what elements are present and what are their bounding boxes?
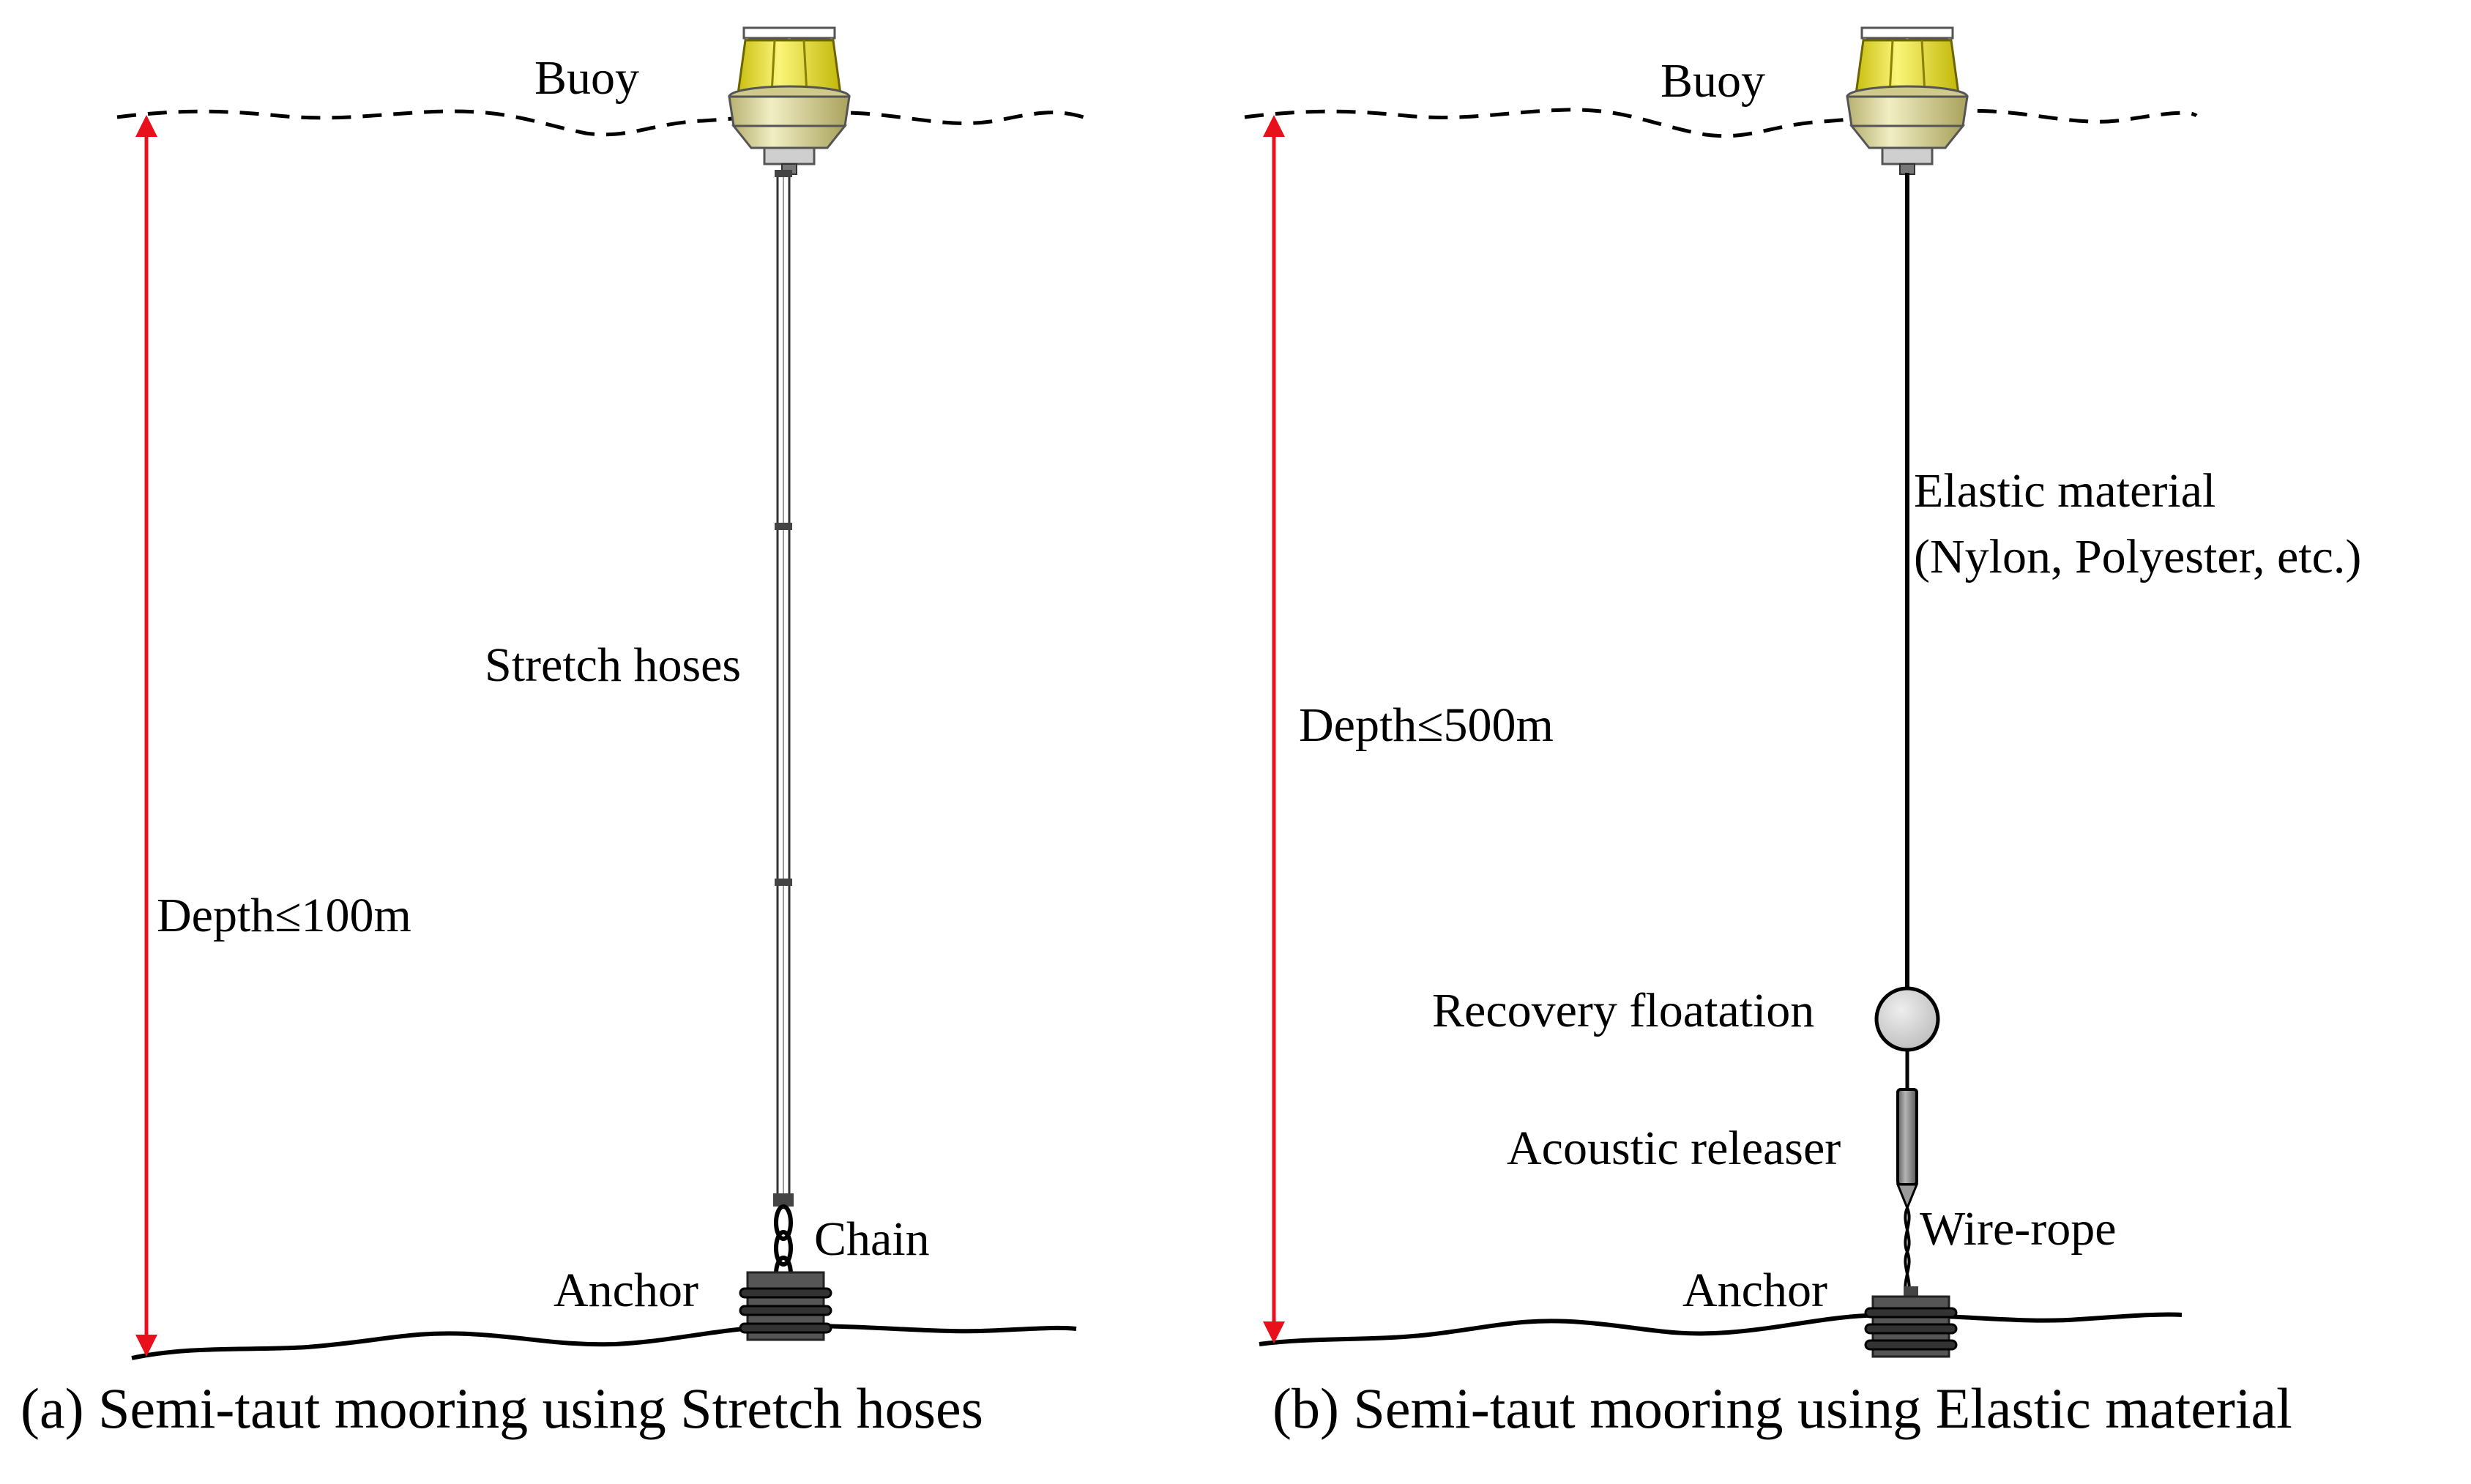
anchor-label-a: Anchor — [554, 1264, 698, 1317]
depth-label-a: Depth≤100m — [157, 889, 411, 942]
anchor-label-b: Anchor — [1682, 1264, 1827, 1317]
seabed-a — [131, 1324, 1077, 1360]
buoy-icon — [1846, 26, 1969, 175]
wire-label-b: Wire-rope — [1920, 1202, 2117, 1256]
wire-rope — [1904, 1207, 1911, 1297]
caption-a: (a) Semi-taut mooring using Stretch hose… — [21, 1376, 983, 1440]
buoy-label-b: Buoy — [1661, 54, 1765, 108]
line-label-b-1: Elastic material — [1914, 464, 2215, 518]
recovery-float — [1874, 986, 1940, 1052]
panel-b: Buoy Elastic material (Nylon, Polyester,… — [1244, 26, 2361, 1440]
seabed-b — [1259, 1312, 2183, 1346]
panel-a: Buoy Stretch hoses Depth≤100m Chain Anch… — [21, 26, 1084, 1440]
buoy-a — [728, 26, 851, 175]
buoy-icon — [728, 26, 851, 175]
sea-surface-b — [1244, 108, 2198, 138]
acoustic-releaser — [1896, 1088, 1919, 1211]
depth-label-b: Depth≤500m — [1299, 698, 1554, 752]
chain-label-a: Chain — [814, 1212, 930, 1266]
float-label-b: Recovery floatation — [1432, 984, 1814, 1037]
sea-surface-a — [116, 109, 1084, 137]
releaser-label-b: Acoustic releaser — [1507, 1122, 1841, 1175]
buoy-b — [1846, 26, 1969, 175]
stretch-hose — [773, 170, 794, 1207]
line-label-a: Stretch hoses — [485, 638, 741, 692]
line-label-b-2: (Nylon, Polyester, etc.) — [1914, 530, 2361, 583]
buoy-label-a: Buoy — [534, 51, 639, 105]
anchor-b — [1864, 1286, 1958, 1358]
anchor-a — [739, 1271, 832, 1341]
caption-b: (b) Semi-taut mooring using Elastic mate… — [1272, 1376, 2292, 1440]
